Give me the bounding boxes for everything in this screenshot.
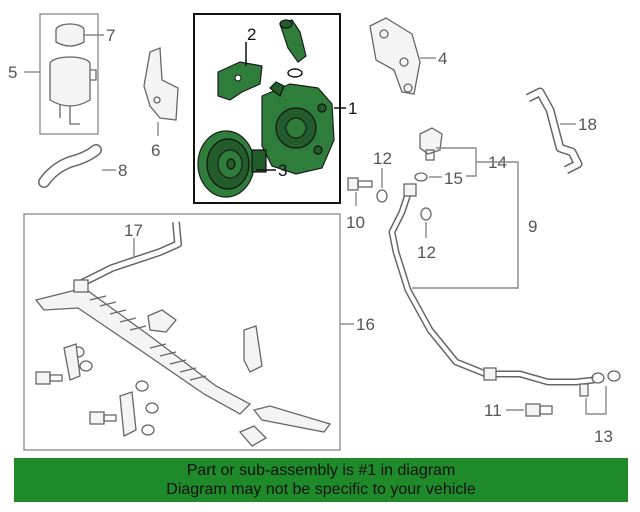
pump-bracket-2: [217, 61, 263, 101]
pump-inlet-fitting: [279, 19, 307, 63]
callout-2: 2: [247, 25, 256, 44]
reservoir-tank: [49, 56, 97, 125]
callout-13: 13: [594, 427, 613, 446]
callout-9: 9: [528, 217, 537, 236]
pressure-line: [388, 183, 595, 386]
notice-line-2: Diagram may not be specific to your vehi…: [166, 481, 476, 498]
callout-17: 17: [124, 221, 143, 240]
pump-pulley: [197, 130, 267, 198]
callout-15: 15: [444, 169, 463, 188]
union-bolt-10: [347, 177, 373, 191]
cooler-group-box: [23, 213, 341, 451]
callout-18: 18: [578, 115, 597, 134]
pump-mount-bracket: [369, 17, 421, 95]
callout-7: 7: [106, 26, 115, 45]
union-seals-13: [579, 370, 621, 397]
callout-1: 1: [348, 99, 357, 118]
reservoir-cap: [55, 23, 85, 47]
bolt-11: [525, 403, 553, 417]
washer-12b: [420, 207, 432, 221]
cooler-hose-17: [78, 221, 182, 288]
callout-4: 4: [438, 49, 447, 68]
reservoir-group: [39, 13, 99, 135]
cooler-hardware: [35, 343, 159, 438]
notice-banner: Part or sub-assembly is #1 in diagram Di…: [14, 458, 628, 502]
callout-5: 5: [8, 63, 17, 82]
washer-12a: [376, 189, 388, 203]
cooler-brackets: [147, 309, 332, 447]
callout-12b: 12: [417, 243, 436, 262]
notice-line-1: Part or sub-assembly is #1 in diagram: [186, 462, 456, 479]
pressure-switch: [419, 127, 443, 161]
callout-6: 6: [151, 141, 160, 160]
reservoir-bracket: [143, 47, 179, 121]
callout-10: 10: [346, 213, 365, 232]
power-steering-pump: [261, 81, 335, 175]
callout-16: 16: [356, 315, 375, 334]
reservoir-box: [39, 13, 99, 135]
callout-8: 8: [118, 161, 127, 180]
leader-9: [412, 161, 519, 289]
leader-13: [585, 386, 607, 415]
callout-11: 11: [484, 401, 502, 420]
seal-15: [414, 172, 428, 182]
oil-cooler: [34, 279, 252, 415]
callout-3: 3: [278, 161, 287, 180]
pump-oring: [287, 68, 303, 78]
callout-12a: 12: [373, 149, 392, 168]
leader-14: [436, 147, 486, 177]
